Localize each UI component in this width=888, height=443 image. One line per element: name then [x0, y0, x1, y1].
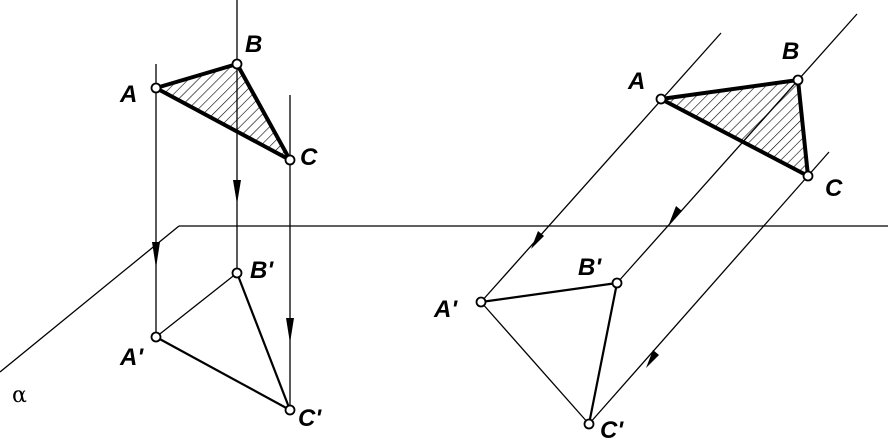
- arrow-a-left: [152, 242, 160, 268]
- plane-alpha: α: [0, 225, 888, 408]
- point-a-right: [655, 93, 667, 105]
- arrow-b-right: [669, 206, 682, 224]
- ray-c-right: [588, 151, 830, 425]
- left-figure: A B C A' B' C': [119, 0, 322, 432]
- triangle-abc-left-fill: [156, 64, 290, 160]
- label-c-prime-left: C': [298, 405, 322, 432]
- label-a-prime-left: A': [119, 344, 144, 371]
- edge-ac-left: [155, 86, 291, 162]
- edge-ac-prime-left: [155, 336, 291, 411]
- edge-bc-prime-left: [235, 272, 292, 411]
- label-b-prime-left: B': [250, 257, 274, 284]
- plane-label: α: [12, 383, 27, 408]
- label-c-left: C: [300, 144, 318, 171]
- point-c-prime-right: [583, 418, 595, 430]
- plane-left-edge: [0, 225, 180, 373]
- arrow-c-right: [646, 350, 659, 368]
- label-c-prime-right: C': [600, 417, 624, 443]
- edge-bc-prime-right: [587, 282, 619, 425]
- edge-ac-right: [660, 97, 809, 178]
- ray-b-right: [616, 13, 858, 284]
- label-a-prime-right: A': [433, 296, 458, 323]
- ray-a-right: [480, 32, 722, 303]
- edge-ab-prime-right: [480, 281, 618, 304]
- edge-ac-prime-right: [480, 301, 590, 425]
- right-figure: A B C A' B' C': [433, 13, 858, 443]
- point-c-right: [802, 170, 814, 182]
- point-a-prime-right: [475, 296, 487, 308]
- point-a-prime-left: [150, 331, 162, 343]
- point-b-right: [792, 74, 804, 86]
- edge-bc-right: [796, 79, 810, 177]
- arrow-c-left: [286, 318, 294, 343]
- arrow-a-right: [531, 231, 544, 249]
- label-c-right: C: [825, 175, 843, 202]
- edge-ab-right: [660, 78, 799, 101]
- edge-ab-left: [155, 62, 238, 90]
- label-b-left: B: [245, 31, 262, 58]
- label-b-prime-right: B': [578, 254, 602, 281]
- label-b-right: B: [782, 38, 799, 65]
- edge-bc-left: [235, 63, 292, 161]
- point-b-prime-left: [231, 267, 243, 279]
- point-b-left: [231, 58, 243, 70]
- point-a-left: [150, 82, 162, 94]
- point-c-left: [284, 154, 296, 166]
- triangle-abc-right-fill: [661, 80, 808, 176]
- point-c-prime-left: [284, 404, 296, 416]
- label-a-right: A: [627, 68, 645, 95]
- arrow-b-left: [233, 180, 241, 204]
- edge-ab-prime-left: [155, 272, 238, 338]
- label-a-left: A: [119, 81, 137, 108]
- point-b-prime-right: [611, 277, 623, 289]
